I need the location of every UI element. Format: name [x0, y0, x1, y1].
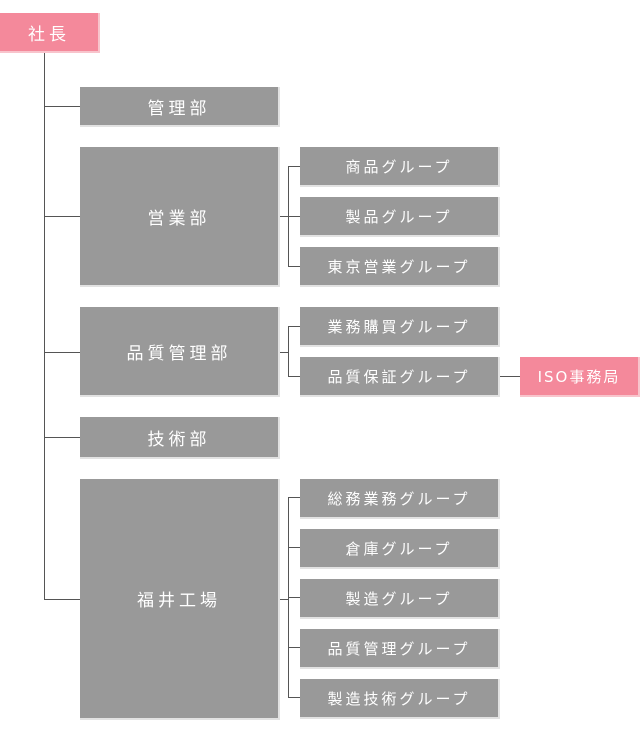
group-seihin: 製品グループ — [300, 197, 500, 237]
connector-tokyo-eigyo — [288, 266, 300, 267]
connector-gijutsu — [44, 437, 80, 438]
group-seizo: 製造グループ — [300, 579, 500, 619]
dept-eigyo: 営業部 — [80, 147, 280, 287]
group-soko: 倉庫グループ — [300, 529, 500, 569]
connector-somu-gyomu — [288, 497, 300, 498]
group-shohin: 商品グループ — [300, 147, 500, 187]
connector-hinshitsu-kanri — [44, 352, 80, 353]
hinshitsu-branch-line — [288, 326, 289, 376]
connector-seizo-gijutsu — [288, 697, 300, 698]
dept-hinshitsu-kanri: 品質管理部 — [80, 307, 280, 397]
hinshitsu-stub — [278, 352, 288, 353]
dept-kanri: 管理部 — [80, 87, 280, 127]
group-tokyo-eigyo: 東京営業グループ — [300, 247, 500, 287]
dept-gijutsu: 技術部 — [80, 417, 280, 459]
group-somu-gyomu: 総務業務グループ — [300, 479, 500, 519]
group-seizo-gijutsu: 製造技術グループ — [300, 679, 500, 719]
dept-fukui: 福井工場 — [80, 479, 280, 720]
group-gyomu-kobai: 業務購買グループ — [300, 307, 500, 347]
connector-iso-office — [498, 376, 520, 377]
group-hinshitsu-kanri: 品質管理グループ — [300, 629, 500, 669]
group-hinshitsu-hosho: 品質保証グループ — [300, 357, 500, 397]
iso-office-box: ISO事務局 — [520, 357, 640, 397]
connector-shohin — [288, 166, 300, 167]
ceo-box: 社長 — [0, 13, 100, 53]
connector-hinshitsu-kanri-group — [288, 647, 300, 648]
connector-gyomu-kobai — [288, 326, 300, 327]
connector-soko — [288, 547, 300, 548]
connector-seihin — [288, 216, 300, 217]
connector-eigyo — [44, 216, 80, 217]
connector-hinshitsu-hosho — [288, 376, 300, 377]
connector-fukui — [44, 599, 80, 600]
fukui-stub — [278, 599, 288, 600]
ceo-trunk-line — [44, 52, 45, 600]
connector-seizo — [288, 597, 300, 598]
connector-kanri — [44, 106, 80, 107]
eigyo-stub — [278, 216, 288, 217]
